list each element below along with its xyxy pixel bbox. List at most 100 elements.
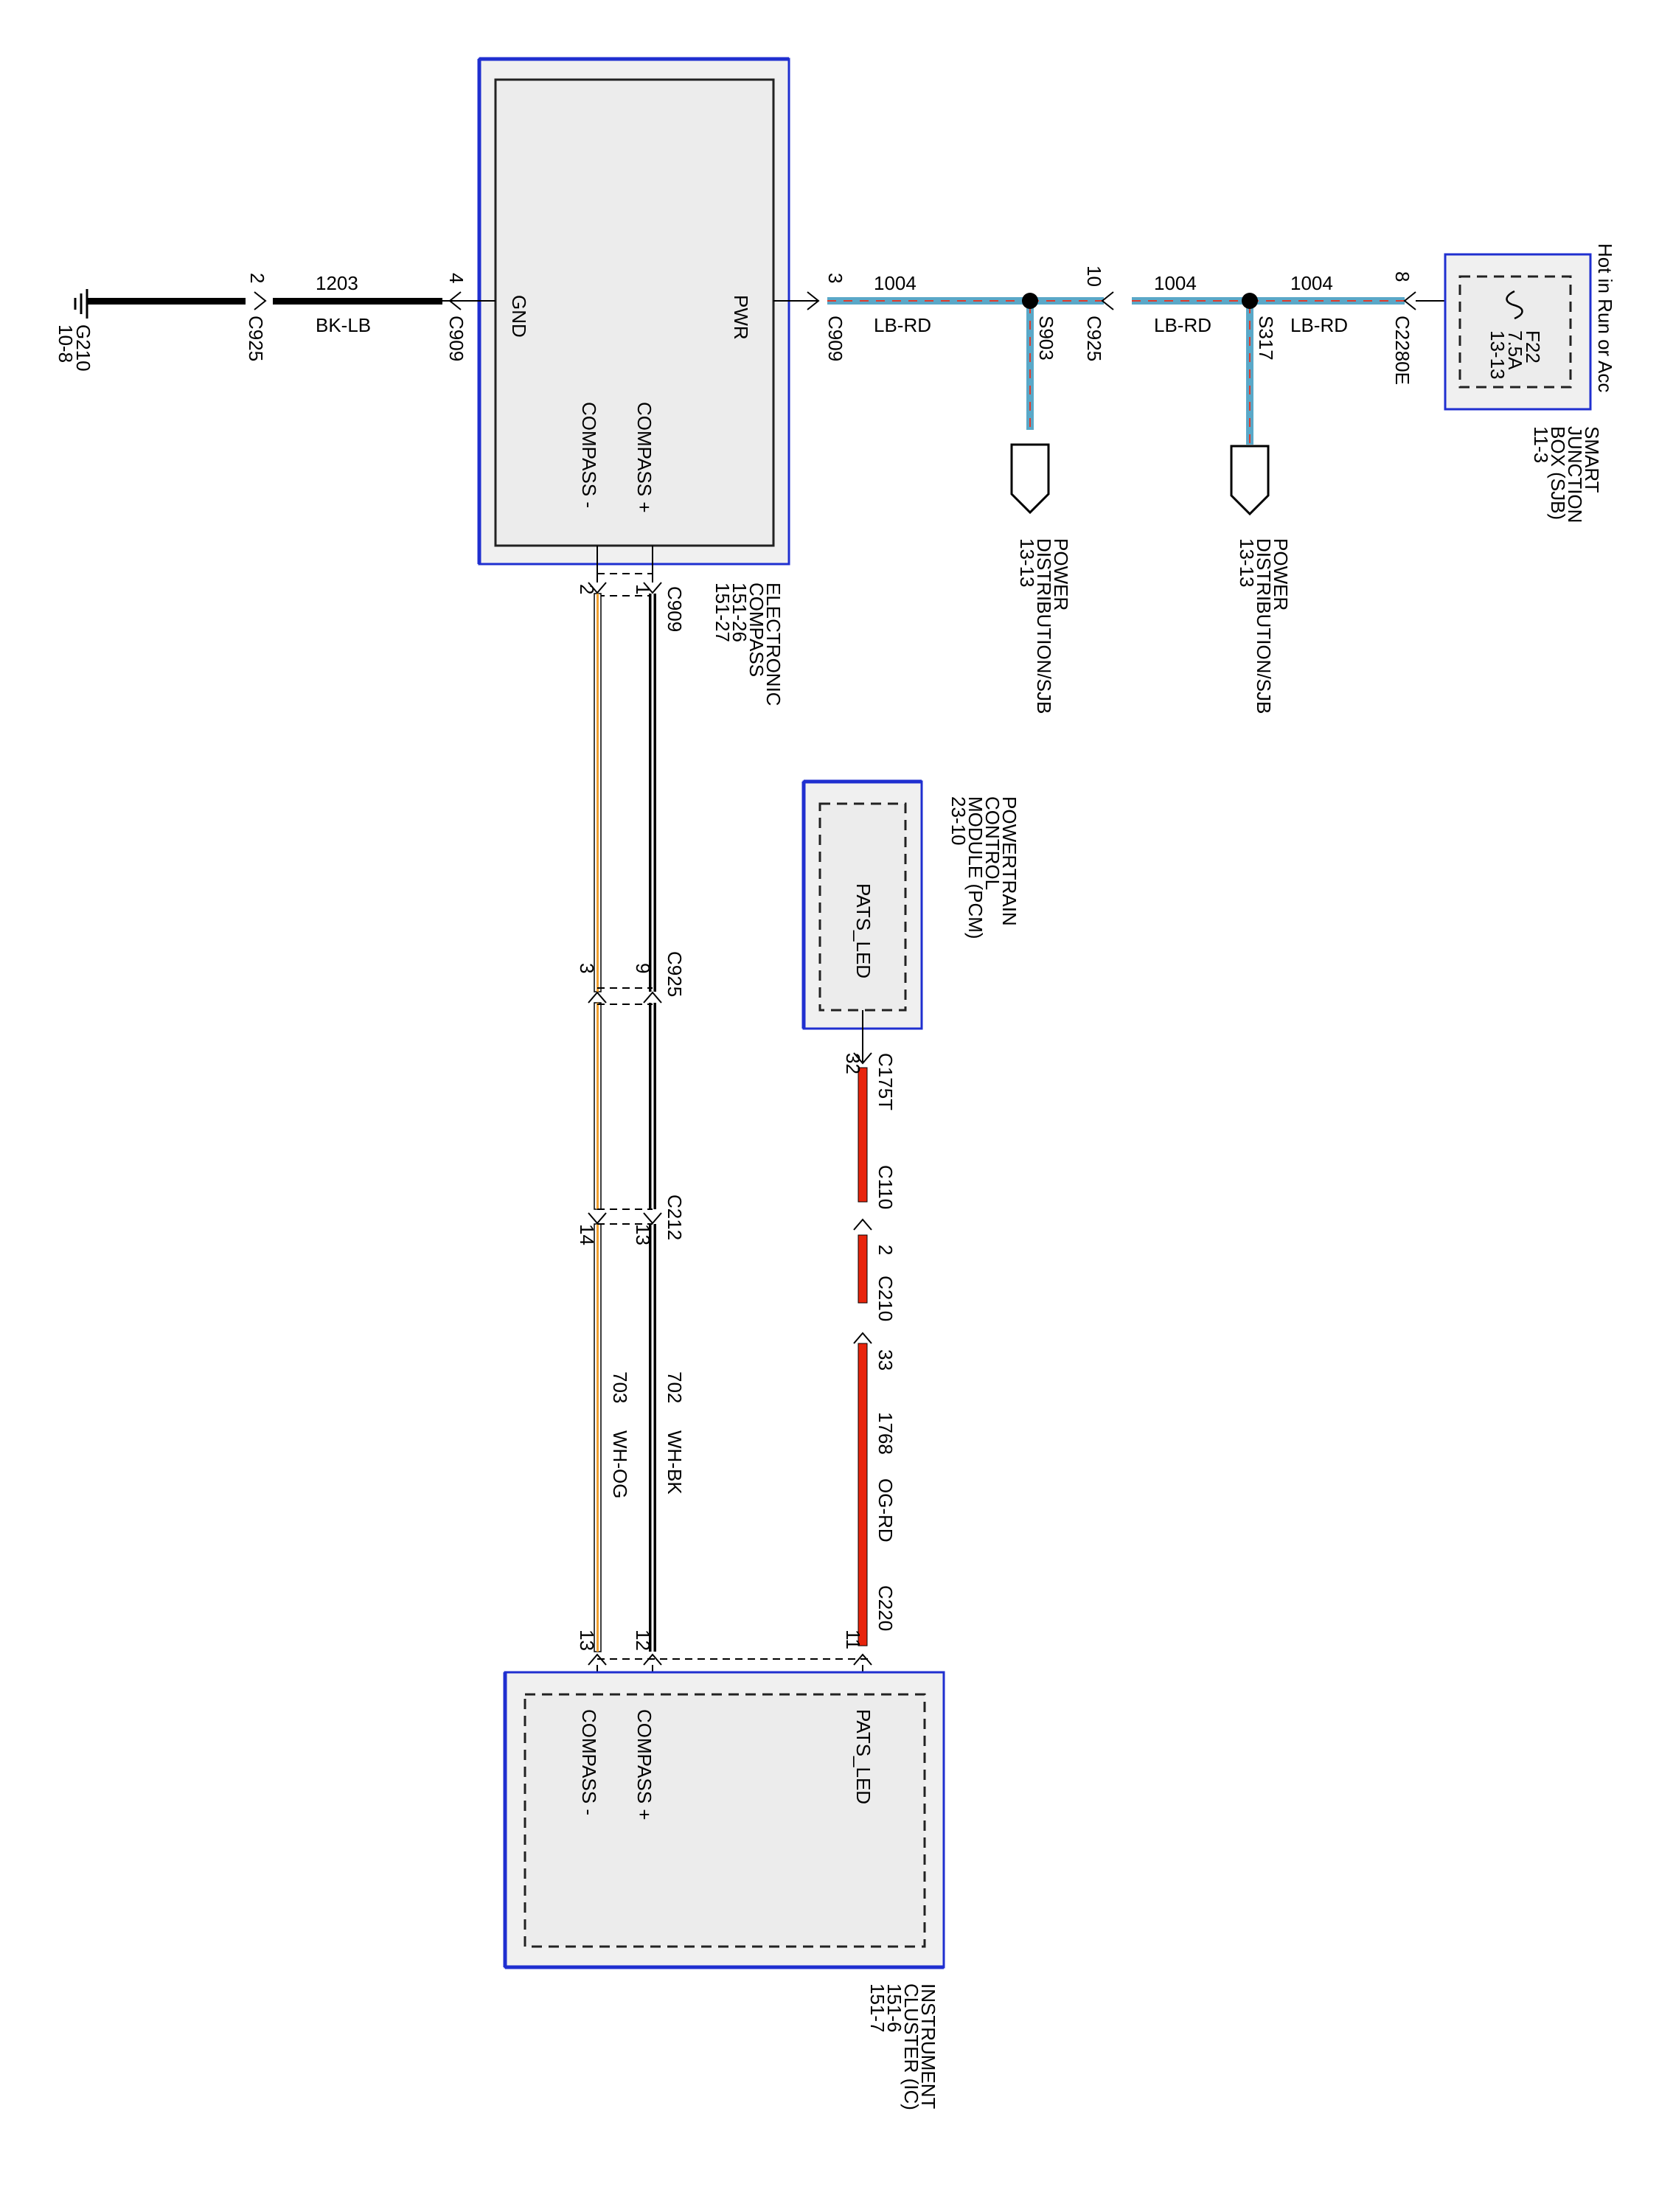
power-dist-ref-1: POWER DISTRIBUTION/SJB 13-13 xyxy=(1010,443,1072,714)
ic-name: INSTRUMENT CLUSTER (IC) 151-6 151-7 xyxy=(866,1983,939,2110)
hot-in-run-label: Hot in Run or Acc xyxy=(1594,243,1616,392)
c220-pin-minus: 13 xyxy=(576,1630,598,1651)
c909-conn-label: C909 xyxy=(664,586,686,632)
c220-pin-plus: 12 xyxy=(632,1630,654,1651)
pcm-pin-label: PATS_LED xyxy=(852,883,874,978)
pwr-circuit-2: 1004 xyxy=(1154,272,1197,294)
pats-conn-c220: C220 xyxy=(874,1585,897,1631)
pats-pin-c210-a: 2 xyxy=(874,1245,897,1255)
pwr-conn-c909: C909 xyxy=(824,316,846,361)
splice-s903-label: S903 xyxy=(1035,316,1057,361)
sjb-name-line1: SMART xyxy=(1581,426,1603,493)
fuse-ref: 13-13 xyxy=(1486,330,1509,380)
c212-pin-plus: 13 xyxy=(632,1224,654,1245)
c909-pin-minus: 2 xyxy=(576,584,598,594)
pwr-pin-c2280: 8 xyxy=(1391,271,1413,282)
power-dist-2-ref: 13-13 xyxy=(1236,538,1258,588)
power-feed-wire xyxy=(773,291,1589,445)
compass-minus-pin-label: COMPASS - xyxy=(578,402,600,508)
pcm-ref: 23-10 xyxy=(947,796,970,846)
pwr-circuit-3: 1004 xyxy=(1290,272,1333,294)
pwr-pin-c925: 10 xyxy=(1083,265,1105,287)
ground-conn-c925: C925 xyxy=(245,316,267,361)
c925-pin-plus: 9 xyxy=(632,963,654,973)
ground-id: G210 xyxy=(72,324,94,372)
pcm-name-line2: CONTROL xyxy=(981,796,1004,890)
pwr-conn-c925: C925 xyxy=(1083,316,1105,361)
wire-702-circuit: 702 xyxy=(664,1371,686,1403)
fuse-icon xyxy=(1506,290,1523,320)
wire-702-wh-bk xyxy=(649,594,656,1652)
sjb-name: SMART JUNCTION BOX (SJB) 11-3 xyxy=(1530,426,1603,523)
pats-circuit: 1768 xyxy=(874,1412,897,1455)
compass-name-line1: ELECTRONIC xyxy=(762,582,785,706)
pwr-color-1: LB-RD xyxy=(874,314,931,336)
splice-s317 xyxy=(1242,293,1258,309)
ground-wire-color: BK-LB xyxy=(316,314,371,336)
sjb-name-line3: BOX (SJB) xyxy=(1547,426,1569,520)
c212-conn-label: C212 xyxy=(664,1194,686,1240)
pats-pin-c210-b: 33 xyxy=(874,1349,897,1371)
electronic-compass-module: GND PWR COMPASS + COMPASS - xyxy=(477,57,790,566)
pwr-conn-c2280: C2280E xyxy=(1391,316,1413,385)
ic-compass-minus-label: COMPASS - xyxy=(578,1709,600,1815)
c909-pin-plus: 1 xyxy=(632,584,654,594)
compass-ref1: 151-26 xyxy=(728,582,751,642)
power-dist-1-line2: DISTRIBUTION/SJB xyxy=(1033,538,1055,714)
instrument-cluster: PATS_LED COMPASS + COMPASS - xyxy=(503,1671,945,1969)
compass-ref2: 151-27 xyxy=(712,582,734,642)
ground-ref: 10-8 xyxy=(55,324,77,363)
power-dist-1-line1: POWER xyxy=(1050,538,1072,611)
pats-conn-c110: C110 xyxy=(874,1165,897,1209)
pcm-name-line3: MODULE (PCM) xyxy=(964,796,987,939)
splice-s903 xyxy=(1022,293,1038,309)
compass-wires xyxy=(588,546,870,1705)
wire-702-color: WH-BK xyxy=(664,1430,686,1495)
ground-wire xyxy=(87,291,495,310)
ic-pats-label: PATS_LED xyxy=(852,1709,874,1804)
ic-name-line1: INSTRUMENT xyxy=(917,1983,939,2110)
ground-pin-c925: 2 xyxy=(246,273,268,283)
smart-junction-box: F22 7.5A 13-13 xyxy=(1444,253,1592,411)
pats-conn-c175t: C175T xyxy=(874,1053,897,1110)
ground-symbol xyxy=(74,289,88,319)
ic-ref2: 151-7 xyxy=(866,1983,888,2033)
power-dist-1-ref: 13-13 xyxy=(1016,538,1038,588)
wire-703-wh-og xyxy=(594,593,602,1652)
c925-conn-label: C925 xyxy=(664,951,686,997)
pats-pin-c220: 11 xyxy=(842,1630,864,1649)
sjb-name-line2: JUNCTION xyxy=(1564,426,1586,523)
ground-conn-c909: C909 xyxy=(445,316,467,361)
compass-plus-pin-label: COMPASS + xyxy=(633,402,655,513)
compass-gnd-label: GND xyxy=(508,295,530,338)
ic-compass-plus-label: COMPASS + xyxy=(633,1709,655,1820)
power-dist-2-line2: DISTRIBUTION/SJB xyxy=(1253,538,1275,714)
pcm-name-line1: POWERTRAIN xyxy=(998,796,1020,926)
electronic-compass-name: ELECTRONIC COMPASS 151-26 151-27 xyxy=(712,582,785,706)
c925-pin-minus: 3 xyxy=(576,963,598,973)
pcm-name: POWERTRAIN CONTROL MODULE (PCM) 23-10 xyxy=(947,796,1020,939)
power-dist-2-line1: POWER xyxy=(1270,538,1292,611)
ground-circuit: 1203 xyxy=(316,272,358,294)
pats-color: OG-RD xyxy=(874,1478,897,1543)
wire-1768-og-rd xyxy=(853,1010,872,1705)
compass-pwr-label: PWR xyxy=(730,295,752,340)
splice-s317-label: S317 xyxy=(1255,316,1277,361)
sjb-ref: 11-3 xyxy=(1530,426,1552,463)
pwr-color-3: LB-RD xyxy=(1290,314,1348,336)
pcm-module: PATS_LED xyxy=(801,779,923,1030)
pats-pin-c175t: 32 xyxy=(842,1053,864,1074)
pwr-color-2: LB-RD xyxy=(1154,314,1211,336)
ground-pin-c909: 4 xyxy=(445,273,467,283)
pwr-circuit-1: 1004 xyxy=(874,272,917,294)
fuse-id: F22 xyxy=(1522,330,1544,364)
ic-ref1: 151-6 xyxy=(883,1983,905,2033)
compass-name-line2: COMPASS xyxy=(745,582,768,677)
pwr-pin-c909: 3 xyxy=(824,273,846,283)
pats-conn-c210: C210 xyxy=(874,1276,897,1321)
wire-703-circuit: 703 xyxy=(609,1371,631,1403)
power-dist-ref-2: POWER DISTRIBUTION/SJB 13-13 xyxy=(1230,445,1292,714)
c212-pin-minus: 14 xyxy=(576,1224,598,1245)
ic-name-line2: CLUSTER (IC) xyxy=(900,1983,922,2110)
